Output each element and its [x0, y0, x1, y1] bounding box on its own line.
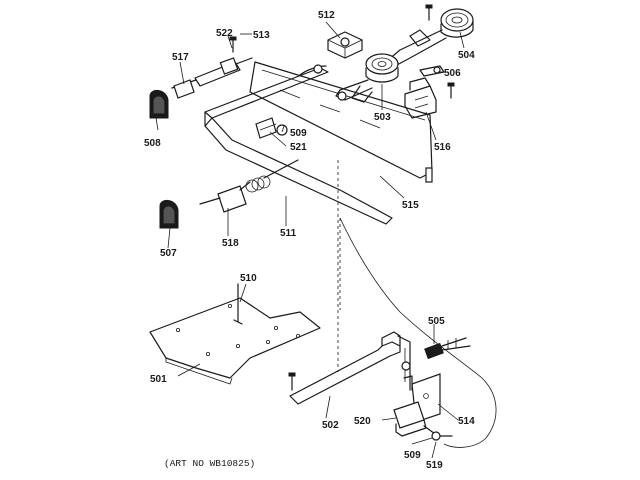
callout-516: 516: [434, 142, 451, 153]
art-number-caption: (ART NO WB10825): [164, 458, 255, 469]
burner-support-bracket: [249, 61, 433, 183]
callout-509-upper: 509: [290, 128, 307, 139]
callout-labels: 501 502 503 504 505 506 507 508 509 509 …: [144, 10, 475, 471]
callout-502: 502: [322, 420, 339, 431]
callout-504: 504: [458, 50, 475, 61]
capillary-tube: [339, 217, 497, 448]
guide-lines: [337, 160, 341, 372]
callout-518: 518: [222, 238, 239, 249]
callout-501: 501: [150, 374, 167, 385]
callout-521: 521: [290, 142, 307, 153]
callout-508: 508: [144, 138, 161, 149]
oven-thermostat-assembly: [393, 361, 453, 441]
callout-522: 522: [216, 28, 233, 39]
callout-510: 510: [240, 273, 257, 284]
manifold-pipe: [204, 64, 393, 225]
control-knob-507: [159, 200, 179, 229]
igniter-mounting-bracket: [288, 331, 411, 405]
front-burner: [335, 53, 399, 103]
callout-509-lower: 509: [404, 450, 421, 461]
bottom-shield: [149, 283, 321, 385]
callout-511: 511: [280, 228, 297, 239]
callout-506: 506: [444, 68, 461, 79]
igniter-bracket: [404, 65, 445, 119]
control-knob-508: [149, 90, 169, 119]
callout-512: 512: [318, 10, 335, 21]
screws: [229, 4, 455, 99]
callout-513: 513: [253, 30, 270, 41]
gas-valve-upper: [171, 57, 253, 99]
igniter: [424, 337, 471, 360]
callout-515: 515: [402, 200, 419, 211]
rear-burner: [387, 8, 474, 67]
leader-lines: [155, 21, 465, 459]
burner-orifice-holder: [327, 31, 363, 59]
callout-517: 517: [172, 52, 189, 63]
callout-503: 503: [374, 112, 391, 123]
callout-507: 507: [160, 248, 177, 259]
callout-520: 520: [354, 416, 371, 427]
small-fittings: [255, 117, 288, 139]
gas-valve-lower: [199, 159, 299, 213]
callout-505: 505: [428, 316, 445, 327]
callout-514: 514: [458, 416, 475, 427]
callout-519: 519: [426, 460, 443, 471]
